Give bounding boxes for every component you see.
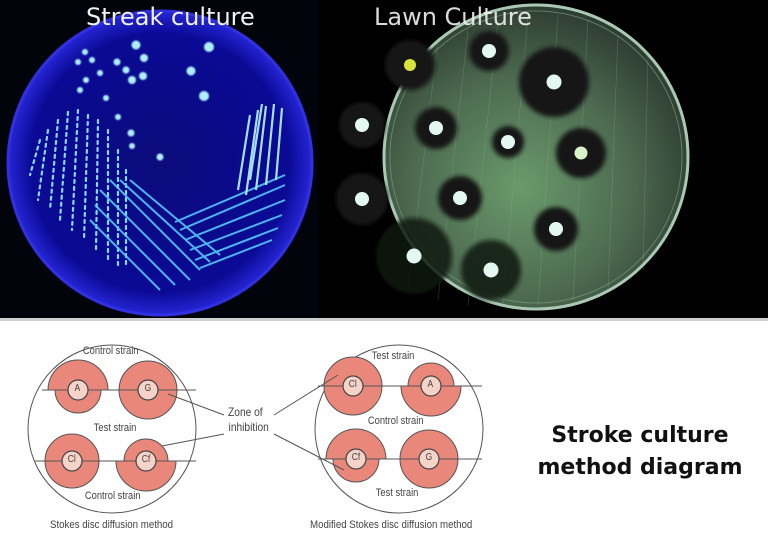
title-line1: Stroke culture <box>551 423 729 448</box>
title-line2: method diagram <box>537 455 743 480</box>
streak-plate-image <box>6 9 314 317</box>
photo-banner: Streak culture <box>0 0 768 320</box>
streak-culture-panel: Streak culture <box>0 0 318 320</box>
left-label-bottom: Control strain <box>84 490 141 502</box>
left-label-top: Control strain <box>82 345 139 357</box>
left-label-middle: Test strain <box>93 422 137 434</box>
lawn-plate-image <box>336 3 690 311</box>
streak-culture-title: Streak culture <box>86 3 255 31</box>
disc-label-g-left: G <box>144 383 152 394</box>
right-label-top: Test strain <box>371 350 415 362</box>
right-diagram-caption: Modified Stokes disc diffusion method <box>310 519 473 531</box>
section-divider <box>0 318 768 321</box>
disc-label-cf-left: Cf <box>141 454 151 465</box>
disc-label-a-right: A <box>427 379 434 390</box>
lawn-culture-title: Lawn Culture <box>374 3 532 31</box>
right-label-bottom: Test strain <box>375 487 419 499</box>
stokes-diagrams <box>27 344 484 514</box>
left-diagram-caption: Stokes disc diffusion method <box>50 519 174 531</box>
lawn-culture-panel: Lawn Culture <box>318 0 768 320</box>
zone-of-inhibition-line1: Zone of <box>228 405 263 419</box>
disc-label-cl-left: Cl <box>67 454 76 465</box>
disc-label-cf-right: Cf <box>351 452 361 463</box>
zone-of-inhibition-line2: inhibition <box>228 420 269 434</box>
disc-label-cl-right: Cl <box>348 379 357 390</box>
page-title: Stroke culture method diagram <box>525 420 755 484</box>
disc-label-g-right: G <box>425 452 433 463</box>
right-label-middle: Control strain <box>367 415 424 427</box>
disc-label-a-left: A <box>74 383 81 394</box>
